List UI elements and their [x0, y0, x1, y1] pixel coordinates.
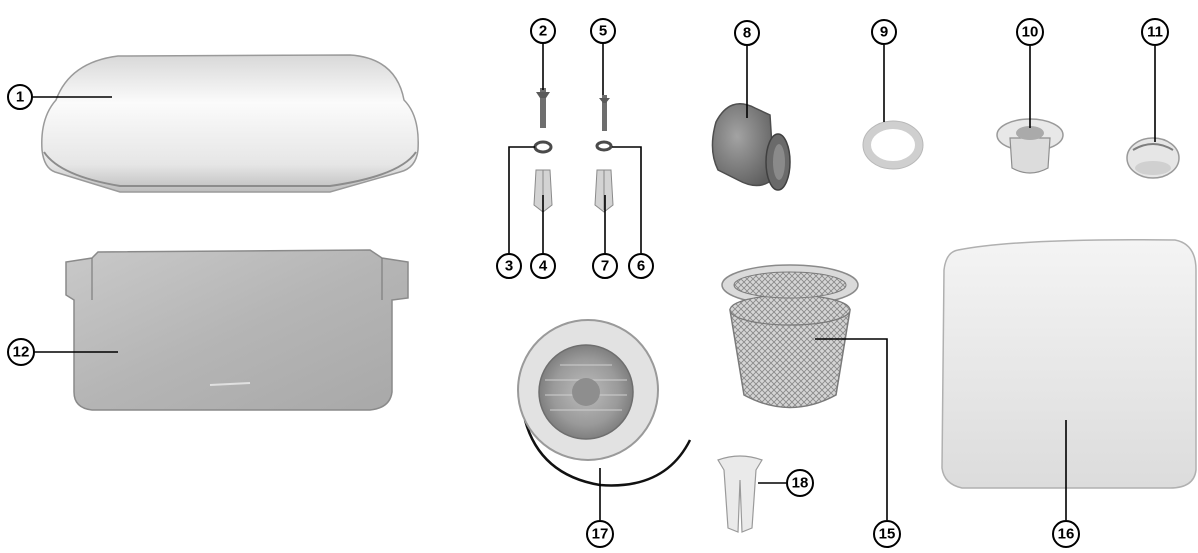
callout-2: 2: [531, 19, 555, 43]
callout-7: 7: [593, 254, 617, 278]
callout-3: 3: [497, 254, 521, 278]
part-12-skimmer-body: [66, 250, 408, 410]
callout-15-label: 15: [879, 526, 896, 543]
part-15-basket: [722, 265, 858, 408]
callout-16-label: 16: [1058, 526, 1075, 543]
callout-3-label: 3: [505, 258, 513, 275]
callout-12-label: 12: [13, 344, 30, 361]
callout-2-label: 2: [539, 23, 547, 40]
callout-8: 8: [735, 21, 759, 45]
callout-4: 4: [531, 254, 555, 278]
callout-18: 18: [787, 470, 813, 496]
callout-11-label: 11: [1147, 24, 1163, 41]
leader-3: [509, 147, 535, 253]
part-16-cover-plate: [942, 240, 1196, 488]
callout-5-label: 5: [599, 23, 607, 40]
callout-1-label: 1: [16, 89, 24, 106]
callout-10-label: 10: [1022, 24, 1039, 41]
part-17-pool-light: [518, 320, 690, 485]
callout-17-label: 17: [592, 526, 609, 543]
part-6-washer: [597, 142, 611, 150]
callout-11: 11: [1142, 19, 1168, 45]
callout-12: 12: [8, 339, 34, 365]
part-8-elbow: [712, 104, 790, 190]
callout-9: 9: [872, 20, 896, 44]
leader-6: [612, 147, 641, 253]
callout-6: 6: [629, 254, 653, 278]
callout-6-label: 6: [637, 258, 645, 275]
part-7-wall-plug: [595, 170, 613, 212]
part-3-washer: [535, 142, 551, 152]
callout-7-label: 7: [601, 258, 609, 275]
part-9-ring: [863, 121, 923, 169]
callout-5: 5: [591, 19, 615, 43]
callout-8-label: 8: [743, 25, 751, 42]
callout-10: 10: [1017, 19, 1043, 45]
part-18-clip: [718, 456, 762, 532]
part-5-screw: [599, 95, 610, 131]
part-1-lid: [42, 55, 418, 192]
callout-17: 17: [587, 521, 613, 547]
callout-15: 15: [874, 521, 900, 547]
callout-9-label: 9: [880, 24, 888, 41]
callout-4-label: 4: [539, 258, 548, 275]
part-2-screw: [536, 88, 550, 128]
callout-1: 1: [8, 85, 32, 109]
part-11-cap: [1127, 138, 1179, 178]
callout-18-label: 18: [792, 475, 809, 492]
callout-16: 16: [1053, 521, 1079, 547]
